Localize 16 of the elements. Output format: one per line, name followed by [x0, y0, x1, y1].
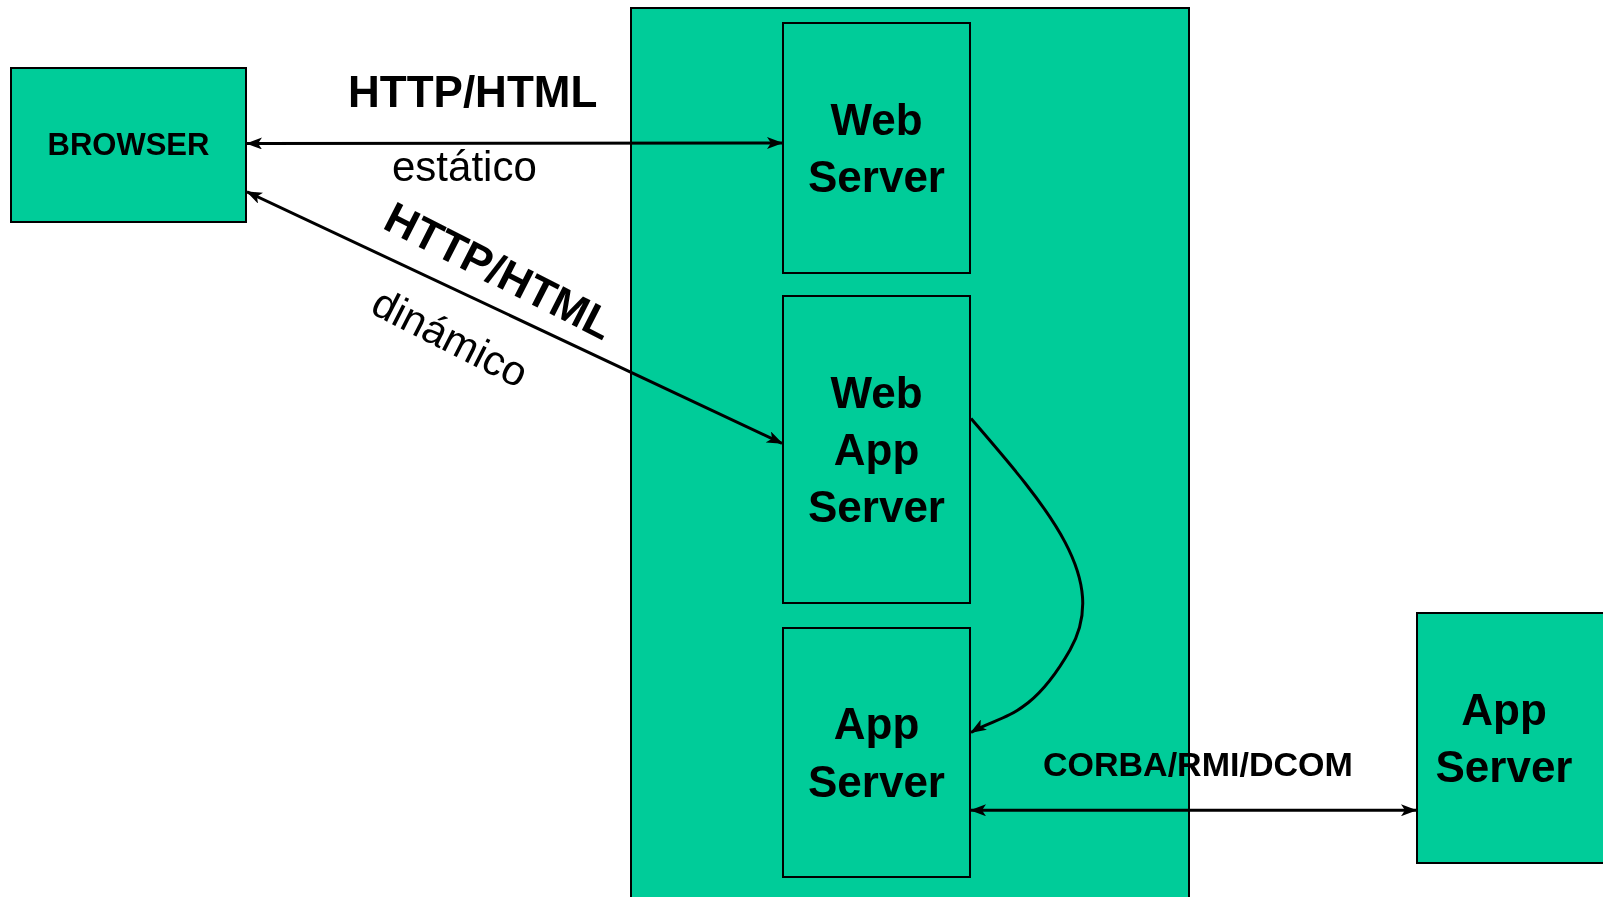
arrow	[246, 190, 783, 445]
node-label: App Server	[1434, 683, 1574, 793]
arrow	[970, 804, 1417, 817]
node-label: BROWSER	[47, 125, 210, 164]
edge-label: HTTP/HTML	[348, 70, 598, 114]
server-box	[782, 627, 971, 878]
node-label: App Server	[807, 698, 946, 808]
server-box	[1416, 612, 1603, 864]
server-box	[782, 22, 971, 274]
arrow	[246, 136, 783, 150]
annotation-text: estático	[392, 146, 537, 188]
node-label: Web Server	[807, 93, 946, 203]
browser-box	[10, 67, 247, 223]
node-label: Web App Server	[807, 366, 946, 534]
arrow	[969, 417, 1084, 734]
server-box	[782, 295, 971, 604]
